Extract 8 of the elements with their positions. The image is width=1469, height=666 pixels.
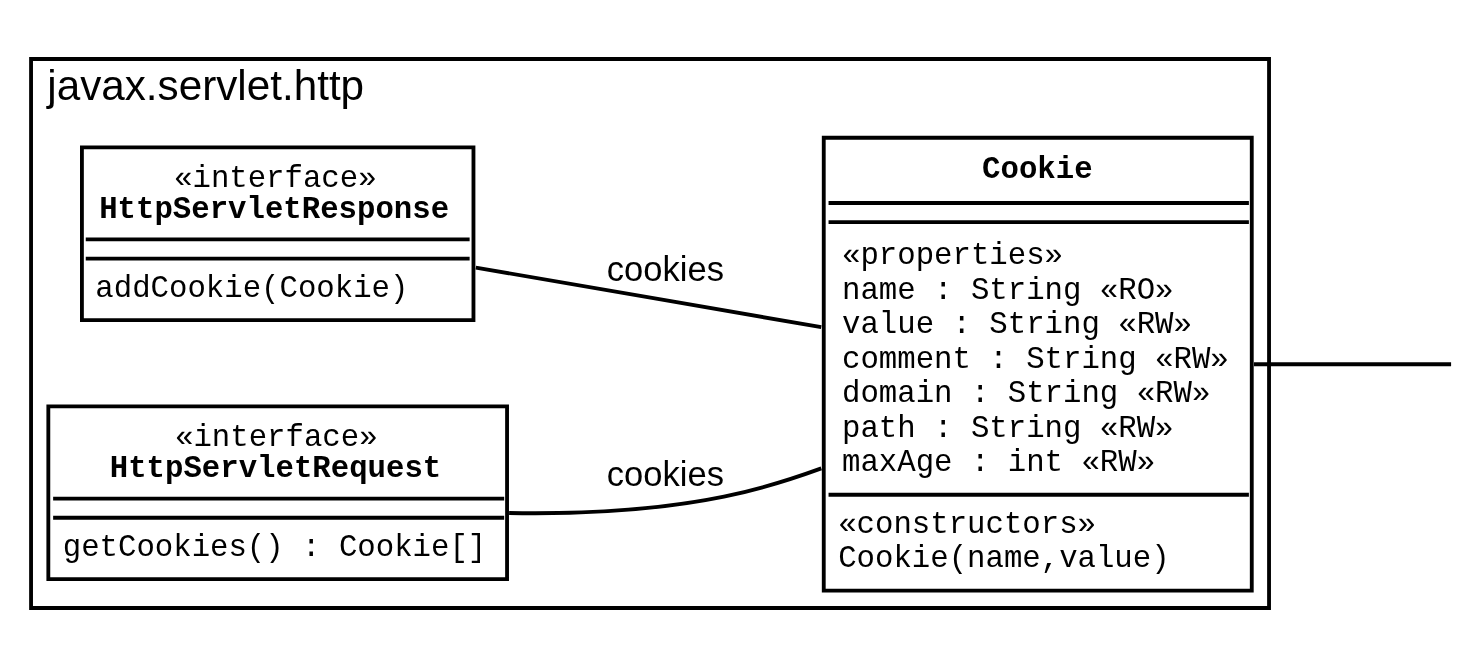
connector xyxy=(475,265,822,329)
node-box: Cookie «properties» name : String «RO» value : String «RW» comment : String «RW» domain : String «RW» path : String «RW» maxAge : int «RW» «constructors» Cookie(name,value) xyxy=(821,135,1254,593)
node-box: «interface» HttpServletResponse addCookie(Cookie) xyxy=(80,144,476,322)
node-box: «interface» HttpServletRequest getCookies() : Cookie[] xyxy=(46,404,509,581)
connector xyxy=(1253,361,1452,366)
edge-label: cookies xyxy=(606,454,724,493)
connector xyxy=(509,466,822,515)
edge-label: cookies xyxy=(606,249,724,288)
